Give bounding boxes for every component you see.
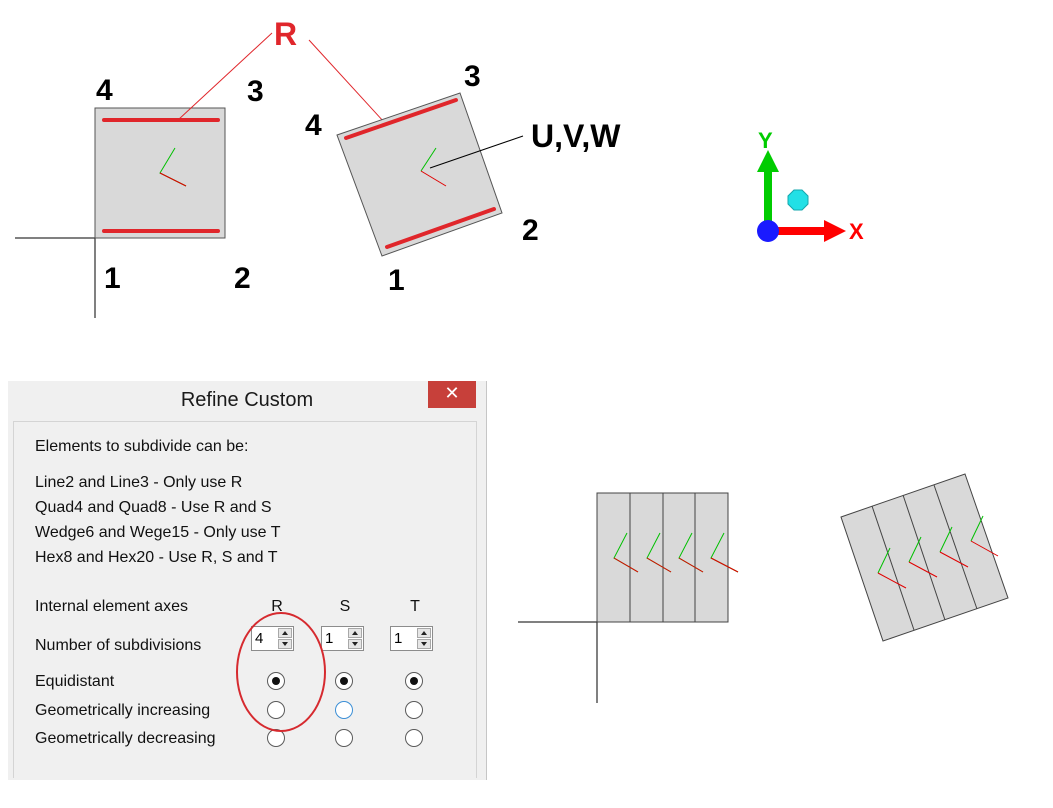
y-axis-label: Y — [758, 128, 773, 153]
rule-hex-text: Hex8 and Hex20 - Use R, S and T — [35, 549, 278, 566]
dialog-panel: Elements to subdivide can be: Line2 and … — [13, 421, 477, 778]
axes-label: Internal element axes — [35, 598, 188, 615]
uvw-label: U,V,W — [531, 118, 621, 154]
geom-decreasing-t-radio[interactable] — [405, 729, 423, 747]
rotated-axes-red — [420, 170, 447, 187]
intro-text: Elements to subdivide can be: — [35, 438, 249, 455]
sub-element-axes-icons — [613, 532, 739, 573]
stepper-down-icon[interactable] — [348, 639, 362, 649]
geom-increasing-t-radio[interactable] — [405, 701, 423, 719]
close-icon: ✕ — [444, 383, 460, 404]
stepper-down-icon[interactable] — [417, 639, 431, 649]
geom-increasing-label: Geometrically increasing — [35, 702, 211, 719]
stepper-arrows — [417, 628, 431, 649]
rotated-axes-green — [420, 147, 437, 172]
r-leader-right — [308, 39, 385, 123]
rotated-node-3-label: 3 — [464, 60, 481, 93]
subdivisions-label: Number of subdivisions — [35, 637, 202, 654]
x-axis-label: X — [849, 219, 864, 244]
rotated-node-2-label: 2 — [522, 214, 539, 247]
geom-increasing-s-radio[interactable] — [335, 701, 353, 719]
subdivisions-s-value[interactable]: 1 — [325, 630, 334, 647]
stepper-up-icon[interactable] — [417, 628, 431, 638]
node-3-label: 3 — [247, 75, 264, 108]
node-1-label: 1 — [104, 262, 121, 295]
rotated-quad-element — [336, 92, 503, 257]
y-axis-arrow-shaft — [764, 170, 772, 232]
rule-line-text: Line2 and Line3 - Only use R — [35, 474, 243, 491]
node-2-label: 2 — [234, 262, 251, 295]
rotated-subdivision-line — [871, 505, 915, 631]
rotated-node-1-label: 1 — [388, 264, 405, 297]
equidistant-s-radio[interactable] — [335, 672, 353, 690]
x-axis-arrow-shaft — [768, 227, 826, 235]
node-4-label: 4 — [96, 74, 113, 107]
origin-marker — [757, 220, 779, 242]
subdivisions-t-value[interactable]: 1 — [394, 630, 403, 647]
subdivisions-t-stepper[interactable]: 1 — [390, 626, 433, 651]
subdivisions-s-stepper[interactable]: 1 — [321, 626, 364, 651]
rotated-subdivision-line — [933, 484, 978, 610]
dialog-title: Refine Custom — [180, 389, 314, 411]
stepper-up-icon[interactable] — [348, 628, 362, 638]
axis-header-r: R — [271, 598, 283, 615]
x-axis-arrow-head — [824, 220, 846, 242]
r-column-highlight-ellipse — [236, 612, 326, 732]
uvw-leader — [429, 135, 524, 169]
close-button[interactable]: ✕ — [428, 381, 476, 408]
stepper-arrows — [348, 628, 362, 649]
rule-wedge-text: Wedge6 and Wege15 - Only use T — [35, 524, 281, 541]
geom-decreasing-label: Geometrically decreasing — [35, 730, 216, 747]
rotated-subdivision-line — [902, 494, 946, 621]
rotated-node-4-label: 4 — [305, 109, 322, 142]
rotated-edge-highlight-bottom — [385, 207, 496, 249]
axis-header-s: S — [339, 598, 351, 615]
axis-header-t: T — [410, 598, 420, 615]
equidistant-t-radio[interactable] — [405, 672, 423, 690]
rotated-edge-highlight-top — [344, 98, 458, 140]
rotated-sub-axes-icons — [877, 515, 999, 589]
equidistant-label: Equidistant — [35, 673, 115, 690]
cyan-point-marker — [787, 189, 809, 211]
refine-custom-dialog: Refine Custom ✕ Elements to subdivide ca… — [8, 381, 487, 780]
element-axes-red — [159, 172, 187, 187]
r-axis-label: R — [274, 16, 297, 52]
rule-quad-text: Quad4 and Quad8 - Use R and S — [35, 499, 272, 516]
y-axis-arrow-head — [757, 150, 779, 172]
geom-decreasing-s-radio[interactable] — [335, 729, 353, 747]
dialog-titlebar[interactable]: Refine Custom ✕ — [8, 381, 486, 419]
r-leader-left — [177, 32, 273, 121]
